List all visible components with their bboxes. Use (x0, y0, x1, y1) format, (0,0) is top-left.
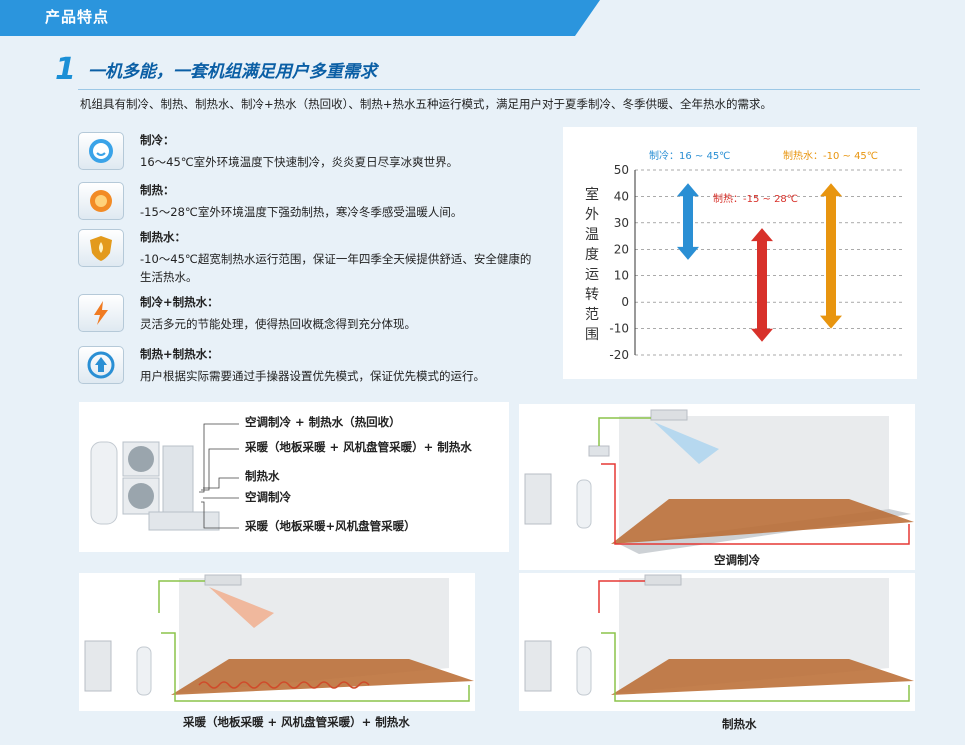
hot-water-scene-illustration (524, 574, 914, 702)
mode-list-item: 采暖（地板采暖+风机盘管采暖） (245, 519, 416, 533)
section-heading: 1 一机多能，一套机组满足用户多重需求 (55, 52, 377, 87)
scene-heating (79, 573, 475, 711)
mode-list-item: 空调制冷 + 制热水（热回收） (245, 415, 401, 429)
range-arrow-down (820, 315, 842, 329)
section-header-title: 产品特点 (45, 8, 110, 26)
sun-heat-icon (78, 182, 124, 220)
y-axis-label-char: 温 (585, 227, 599, 243)
equipment-modes-panel: 空调制冷 + 制热水（热回收） 采暖（地板采暖 + 风机盘管采暖）+ 制热水制热水… (79, 402, 509, 552)
feature-title: 制热： (140, 183, 175, 197)
series-label: 制热水：-10 ~ 45℃ (783, 149, 878, 162)
mode-list-item: 采暖（地板采暖 + 风机盘管采暖）+ 制热水 (245, 440, 472, 454)
range-bar (826, 195, 836, 317)
series-label: 制冷：16 ~ 45℃ (649, 149, 730, 162)
y-tick-label: -10 (609, 322, 629, 336)
scene-hot-water (519, 573, 915, 711)
range-arrow-down (677, 246, 699, 260)
range-arrow-up (751, 228, 773, 242)
y-tick-label: 30 (614, 216, 629, 230)
feature-cooling: 制冷： 16～45℃室外环境温度下快速制冷，炎炎夏日尽享冰爽世界。 (78, 132, 540, 171)
y-axis-label-char: 围 (585, 327, 599, 343)
series-label: 制热：-15 ~ 28℃ (713, 192, 798, 205)
range-arrow-up (677, 183, 699, 197)
section-number: 1 (55, 52, 76, 87)
heading-divider (78, 89, 920, 90)
intro-text: 机组具有制冷、制热、制热水、制冷+热水（热回收）、制热+热水五种运行模式，满足用… (80, 97, 773, 111)
feature-desc: 灵活多元的节能处理，使得热回收概念得到充分体现。 (140, 317, 416, 331)
y-tick-label: 10 (614, 269, 629, 283)
shield-water-icon (78, 229, 124, 267)
feature-desc: -10～45℃超宽制热水运行范围，保证一年四季全天候提供舒适、安全健康的生活热水… (140, 252, 532, 284)
feature-desc: 用户根据实际需要通过手操器设置优先模式，保证优先模式的运行。 (140, 369, 485, 383)
priority-mode-icon (78, 346, 124, 384)
snowflake-smile-icon (78, 132, 124, 170)
y-axis-label-char: 度 (585, 247, 599, 263)
feature-heating-hot-water: 制热+制热水： 用户根据实际需要通过手操器设置优先模式，保证优先模式的运行。 (78, 346, 540, 385)
temperature-range-chart: 50 40 30 20 10 0 -10 -20 室外温度运转范围 制冷：16 ~ 45℃ 制热：-… (563, 127, 917, 379)
scene-cooling-label: 空调制冷 (714, 553, 760, 567)
range-bar (757, 240, 767, 330)
scene-cooling (519, 404, 915, 570)
section-title: 一机多能，一套机组满足用户多重需求 (87, 62, 377, 82)
feature-title: 制冷： (140, 133, 175, 147)
scene-heating-label: 采暖（地板采暖 + 风机盘管采暖）+ 制热水 (183, 715, 410, 729)
heating-scene-illustration (84, 574, 474, 702)
equipment-illustration (90, 423, 239, 531)
y-tick-label: 20 (614, 242, 629, 256)
feature-title: 制热水： (140, 230, 186, 244)
section-header-bar (0, 0, 600, 36)
y-axis-label-char: 转 (585, 287, 599, 303)
y-axis-label-char: 运 (585, 267, 599, 283)
y-axis-label-char: 室 (585, 186, 599, 203)
feature-title: 制冷+制热水： (140, 295, 219, 309)
y-axis-label-char: 范 (585, 306, 599, 323)
feature-hot-water: 制热水： -10～45℃超宽制热水运行范围，保证一年四季全天候提供舒适、安全健康… (78, 229, 540, 286)
scene-hot-water-label: 制热水 (722, 717, 757, 731)
feature-heating: 制热： -15～28℃室外环境温度下强劲制热，寒冷冬季感受温暖人间。 (78, 182, 540, 221)
feature-desc: -15～28℃室外环境温度下强劲制热，寒冷冬季感受温暖人间。 (140, 205, 463, 219)
feature-cooling-hot-water: 制冷+制热水： 灵活多元的节能处理，使得热回收概念得到充分体现。 (78, 294, 540, 333)
lightning-recycle-icon (78, 294, 124, 332)
y-tick-label: -20 (609, 348, 629, 362)
y-tick-label: 50 (614, 163, 629, 177)
range-bar (683, 195, 693, 248)
range-arrow-up (820, 183, 842, 197)
y-axis-label-char: 外 (585, 207, 599, 223)
range-arrow-down (751, 328, 773, 342)
feature-title: 制热+制热水： (140, 347, 219, 361)
y-tick-label: 0 (621, 295, 629, 309)
y-tick-label: 40 (614, 189, 629, 203)
feature-desc: 16～45℃室外环境温度下快速制冷，炎炎夏日尽享冰爽世界。 (140, 155, 459, 169)
mode-list-item: 制热水 (245, 469, 280, 483)
cooling-scene-illustration (524, 409, 914, 554)
mode-list-item: 空调制冷 (245, 490, 291, 504)
